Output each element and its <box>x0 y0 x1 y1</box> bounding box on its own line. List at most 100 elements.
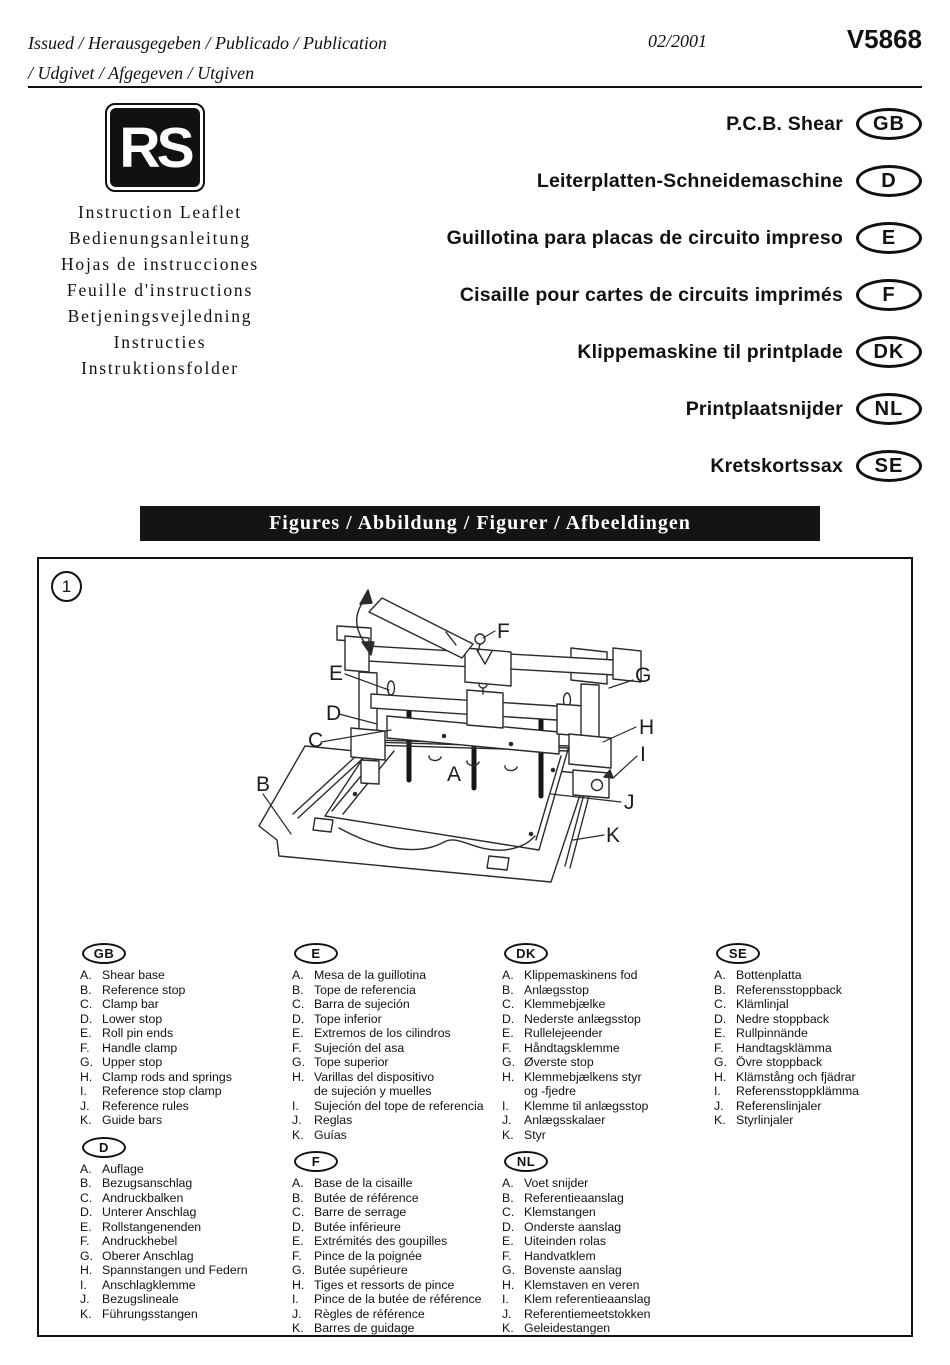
parts-list-dk: DK A. Klippemaskinens fod B. Anlægsstop <box>502 943 714 1142</box>
parts-item-key: A. <box>502 1176 514 1190</box>
parts-item-text: Andruckbalken <box>102 1190 184 1205</box>
parts-item-text: Tope de referencia <box>314 982 416 997</box>
parts-item-key: J. <box>292 1306 302 1321</box>
parts-item-key: E. <box>80 1026 92 1040</box>
parts-item: H. Varillas del dispositivo de sujeción … <box>292 1070 502 1099</box>
parts-item-text: Upper stop <box>102 1055 163 1069</box>
figure-label-f: F <box>497 620 510 643</box>
parts-item: I. Klem referentieaanslag <box>502 1292 714 1307</box>
parts-item-text: Styr <box>524 1127 546 1142</box>
parts-item-key: A. <box>80 1161 92 1176</box>
parts-item-key: H. <box>292 1277 305 1292</box>
parts-item: G. Oberer Anschlag <box>80 1249 292 1264</box>
parts-item: H. Spannstangen und Federn <box>80 1263 292 1278</box>
parts-item-key: F. <box>80 1234 90 1248</box>
parts-item-key: E. <box>714 1026 726 1040</box>
parts-item-text: Unterer Anschlag <box>102 1205 197 1219</box>
parts-item-text: Bezugsanschlag <box>102 1176 193 1190</box>
leaflet-title: Instruktionsfolder <box>81 358 239 378</box>
parts-item: F. Pince de la poignée <box>292 1249 502 1264</box>
parts-item-text: Lower stop <box>102 1011 163 1026</box>
parts-item-text: Tiges et ressorts de pince <box>314 1277 455 1292</box>
parts-list-gb: GB A. Shear base B. Reference stop <box>80 943 292 1128</box>
parts-item-key: C. <box>502 997 515 1011</box>
language-badge: DK <box>856 336 922 368</box>
parts-item-text: Klem referentieaanslag <box>524 1292 651 1306</box>
parts-item: D. Nedre stoppback <box>714 1012 909 1027</box>
parts-item-text: Barre de serrage <box>314 1205 407 1219</box>
parts-item-text: Clamp rods and springs <box>102 1069 232 1084</box>
figure-label-a: A <box>447 763 461 786</box>
parts-item-key: B. <box>80 1176 92 1190</box>
parts-item-key: F. <box>502 1040 512 1055</box>
product-title: Cisaille pour cartes de circuits imprimé… <box>459 283 843 306</box>
parts-item: F. Håndtagsklemme <box>502 1041 714 1056</box>
figure-number-badge: 1 <box>51 571 82 602</box>
parts-list-e: E A. Mesa de la guillotina B. Tope de re… <box>292 943 502 1142</box>
document-number: V5868 <box>846 24 922 54</box>
parts-item-key: C. <box>292 997 305 1011</box>
leaflet-title: Hojas de instrucciones <box>60 254 260 274</box>
product-title: Guillotina para placas de circuito impre… <box>446 226 843 249</box>
parts-item-text: Reference rules <box>102 1098 189 1113</box>
parts-item-key: J. <box>502 1113 512 1127</box>
product-title-row: Leiterplatten-Schneidemaschine D <box>537 164 922 198</box>
parts-item-key: E. <box>80 1219 92 1234</box>
leaflet-title-list: Instruction Leaflet Bedienungsanleitung … <box>25 199 295 381</box>
parts-item-key: G. <box>292 1055 305 1069</box>
parts-item: J. Referenslinjaler <box>714 1099 909 1114</box>
parts-item: C. Klämlinjal <box>714 997 909 1012</box>
parts-item: C. Klemstangen <box>502 1205 714 1220</box>
parts-item-text: Spannstangen und Federn <box>102 1263 248 1277</box>
parts-item-key: G. <box>714 1055 727 1069</box>
parts-column-4: SE A. Bottenplatta B. Referensstoppback <box>714 943 909 1345</box>
parts-item: A. Mesa de la guillotina <box>292 968 502 983</box>
leaflet-title: Feuille d'instructions <box>66 280 254 300</box>
parts-column-1: GB A. Shear base B. Reference stop <box>80 943 292 1345</box>
parts-item: E. Rollstangenenden <box>80 1220 292 1235</box>
parts-item-text: Handtagsklämma <box>736 1040 832 1055</box>
parts-item: A. Voet snijder <box>502 1176 714 1191</box>
parts-item-key: H. <box>80 1263 93 1277</box>
parts-item: K. Guías <box>292 1128 502 1143</box>
figure-label-c: C <box>308 729 323 752</box>
parts-item-key: I. <box>292 1292 299 1306</box>
parts-item-key: B. <box>502 982 514 997</box>
parts-item-key: F. <box>502 1248 512 1263</box>
parts-item-text: Reglas <box>314 1113 353 1127</box>
language-badge-d: D <box>82 1136 126 1158</box>
parts-item-text: Øverste stop <box>524 1055 594 1069</box>
parts-item-key: B. <box>502 1190 514 1205</box>
parts-item: J. Bezugslineale <box>80 1292 292 1307</box>
parts-item-text: Referentieaanslag <box>524 1190 624 1205</box>
figures-banner: Figures / Abbildung / Figurer / Afbeeldi… <box>140 506 820 541</box>
parts-item: G. Øverste stop <box>502 1055 714 1070</box>
parts-item-text: Auflage <box>102 1161 144 1176</box>
parts-item-text: Butée inférieure <box>314 1219 401 1234</box>
rs-logo-text: RS <box>110 108 200 187</box>
parts-item-key: H. <box>292 1069 305 1084</box>
parts-item-key: G. <box>80 1248 93 1263</box>
parts-item-key: K. <box>292 1127 304 1142</box>
parts-item-text: Rollstangenenden <box>102 1219 202 1234</box>
parts-item: G. Upper stop <box>80 1055 292 1070</box>
parts-item-text: Bezugslineale <box>102 1292 179 1306</box>
parts-item: B. Referentieaanslag <box>502 1191 714 1206</box>
parts-item: B. Referensstoppback <box>714 983 909 998</box>
parts-item-key: E. <box>292 1026 304 1040</box>
parts-item-text: Håndtagsklemme <box>524 1040 620 1055</box>
parts-item: J. Anlægsskalaer <box>502 1113 714 1128</box>
parts-item-text: Varillas del dispositivo de sujeción y m… <box>314 1069 435 1099</box>
parts-item-key: G. <box>80 1055 93 1069</box>
parts-item-key: E. <box>502 1026 514 1040</box>
parts-item: H. Tiges et ressorts de pince <box>292 1278 502 1293</box>
parts-item: E. Rullelejeender <box>502 1026 714 1041</box>
parts-item-text: Mesa de la guillotina <box>314 968 427 982</box>
parts-item-text: Anschlagklemme <box>102 1277 196 1292</box>
parts-item-key: I. <box>80 1084 87 1098</box>
parts-item: J. Reference rules <box>80 1099 292 1114</box>
product-title: Leiterplatten-Schneidemaschine <box>536 169 843 192</box>
parts-item: F. Andruckhebel <box>80 1234 292 1249</box>
parts-item: C. Klemmebjælke <box>502 997 714 1012</box>
handle-shape <box>368 597 474 659</box>
